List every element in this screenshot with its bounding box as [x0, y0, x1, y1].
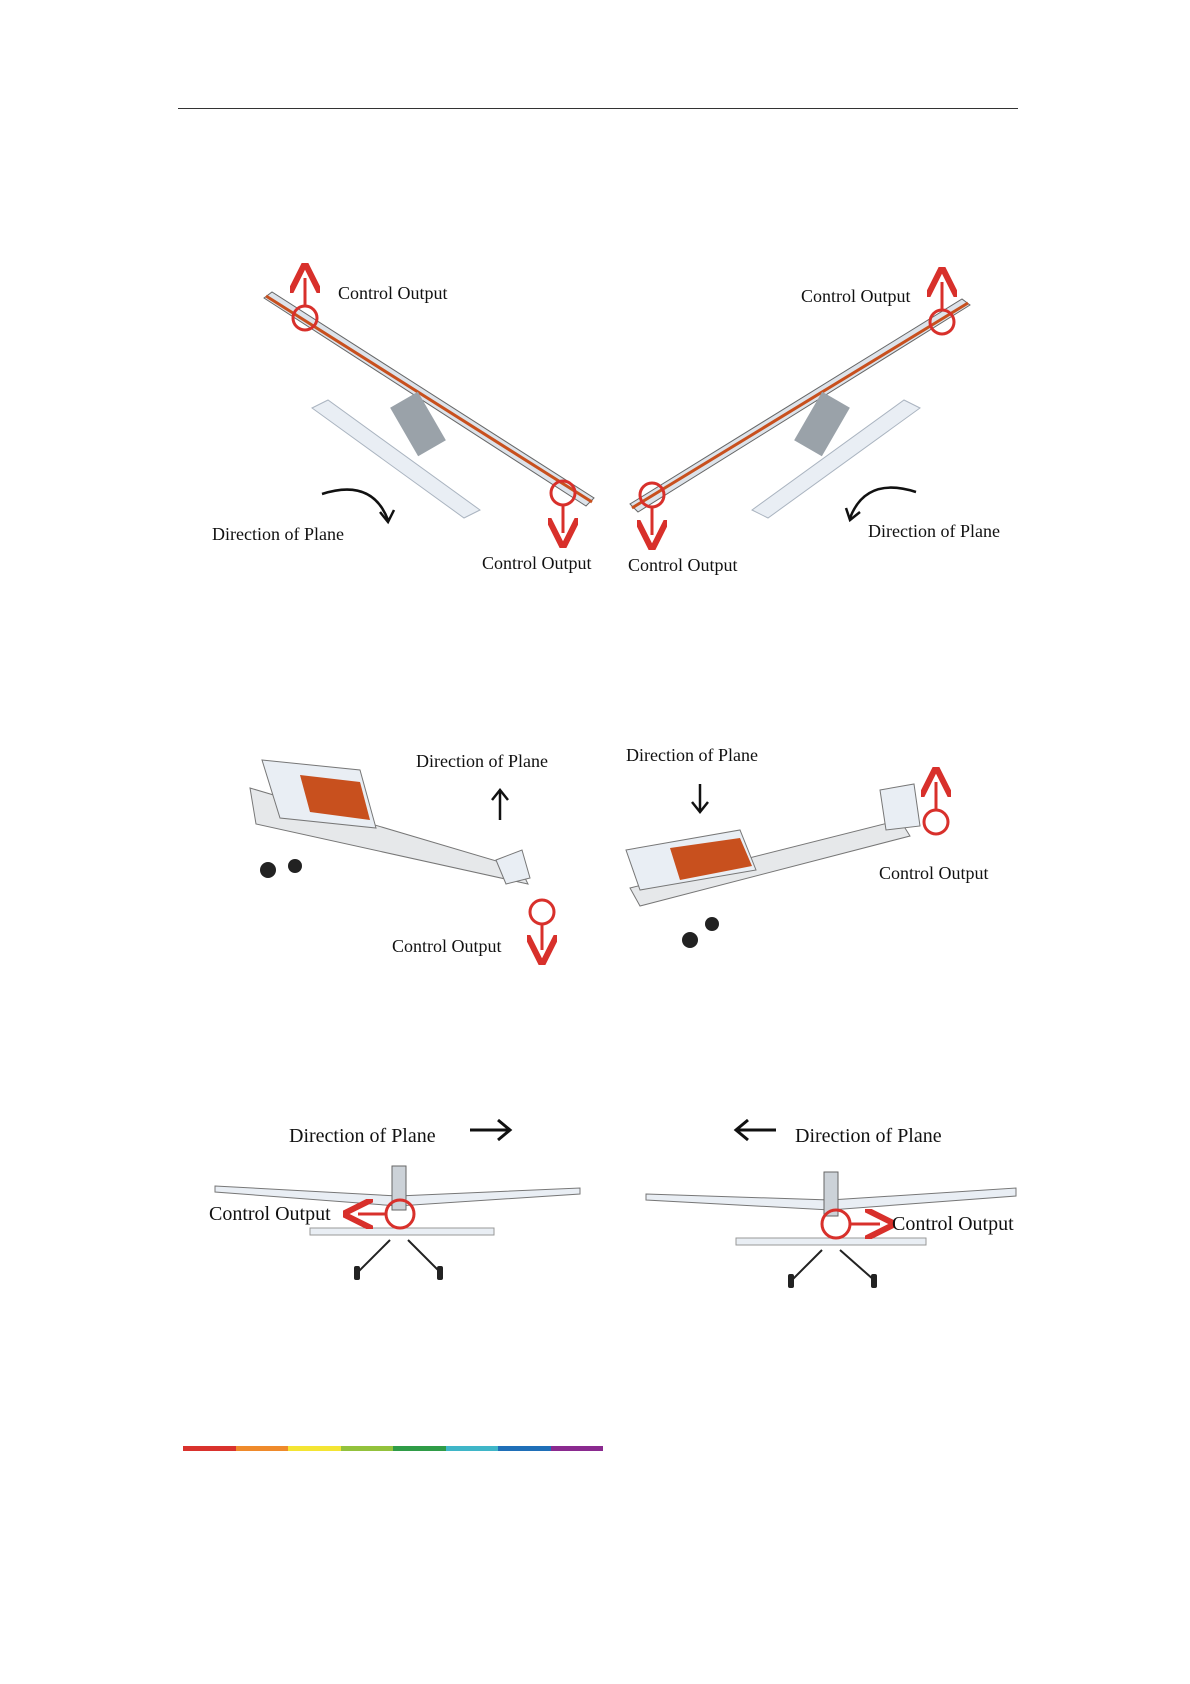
color-segment — [288, 1446, 341, 1451]
direction-of-plane-label: Direction of Plane — [626, 746, 758, 764]
curved-arrow-icon — [322, 490, 388, 520]
footer-color-bar — [183, 1446, 603, 1451]
color-segment — [341, 1446, 394, 1451]
direction-of-plane-label: Direction of Plane — [416, 752, 548, 770]
color-segment — [183, 1446, 236, 1451]
color-segment — [498, 1446, 551, 1451]
color-segment — [393, 1446, 446, 1451]
direction-of-plane-label: Direction of Plane — [212, 525, 344, 543]
direction-of-plane-label: Direction of Plane — [289, 1126, 436, 1146]
roll-right-plane — [630, 282, 970, 535]
control-output-label: Control Output — [392, 937, 502, 955]
control-output-label: Control Output — [209, 1204, 331, 1224]
control-circle-icon — [924, 810, 948, 834]
control-output-label: Control Output — [801, 287, 911, 305]
control-output-label: Control Output — [879, 864, 989, 882]
roll-left-plane — [264, 278, 594, 533]
color-segment — [551, 1446, 604, 1451]
control-output-label: Control Output — [628, 556, 738, 574]
direction-of-plane-label: Direction of Plane — [795, 1126, 942, 1146]
color-segment — [446, 1446, 499, 1451]
control-circle-icon — [530, 900, 554, 924]
color-segment — [236, 1446, 289, 1451]
control-output-label: Control Output — [892, 1214, 1014, 1234]
direction-of-plane-label: Direction of Plane — [868, 522, 1000, 540]
control-output-label: Control Output — [338, 284, 448, 302]
pitch-up-plane — [250, 760, 554, 950]
control-output-label: Control Output — [482, 554, 592, 572]
